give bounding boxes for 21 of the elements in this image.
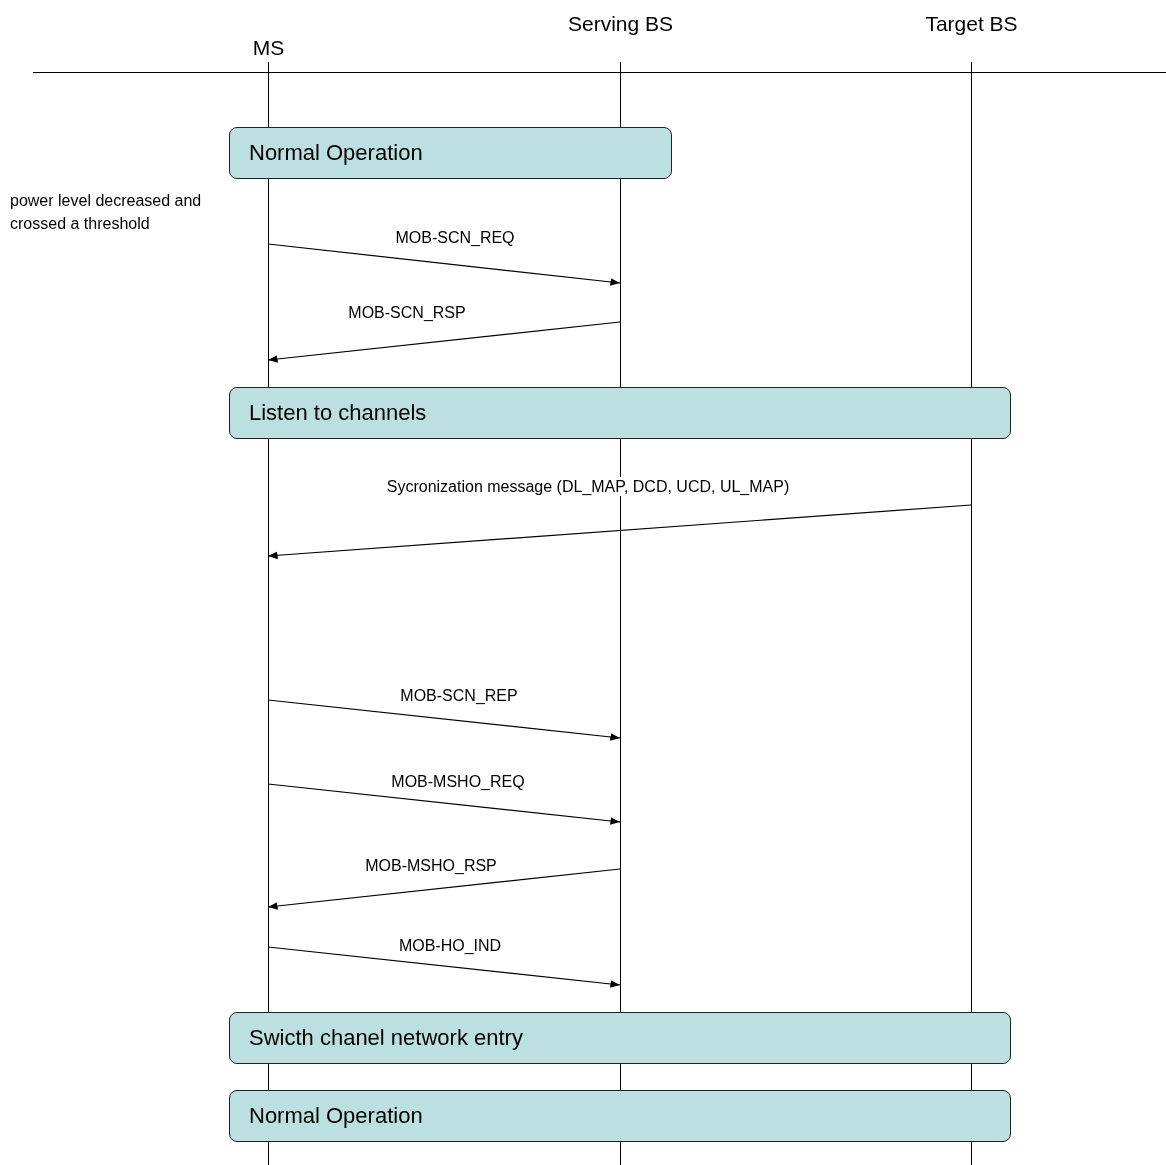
participant-label: MS [252, 36, 285, 60]
activity-box: Listen to channels [229, 387, 1011, 439]
message-arrow [267, 946, 621, 988]
activity-box: Normal Operation [229, 1090, 1011, 1142]
edge-label: MOB-SCN_REP [398, 686, 520, 705]
activity-box: Swicth chanel network entry [229, 1012, 1011, 1064]
participant-label: Target BS [925, 12, 1018, 36]
edge-label: MOB-SCN_RSP [346, 303, 468, 322]
edge-label: MOB-SCN_REQ [393, 228, 517, 247]
note-text: power level decreased and crossed a threshold [10, 191, 203, 234]
participant-label: Serving BS [567, 12, 674, 36]
message-arrow [267, 243, 621, 286]
edge-label: MOB-MSHO_REQ [389, 772, 527, 791]
edge-label: MOB-MSHO_RSP [363, 856, 499, 875]
message-arrow [267, 321, 621, 363]
message-arrow [267, 699, 621, 741]
message-arrow [267, 504, 972, 560]
edge-label: Sycronization message (DL_MAP, DCD, UCD, UL_MAP) [384, 477, 792, 496]
activity-box: Normal Operation [229, 127, 672, 179]
message-arrow [267, 868, 621, 910]
message-arrow [267, 783, 621, 825]
